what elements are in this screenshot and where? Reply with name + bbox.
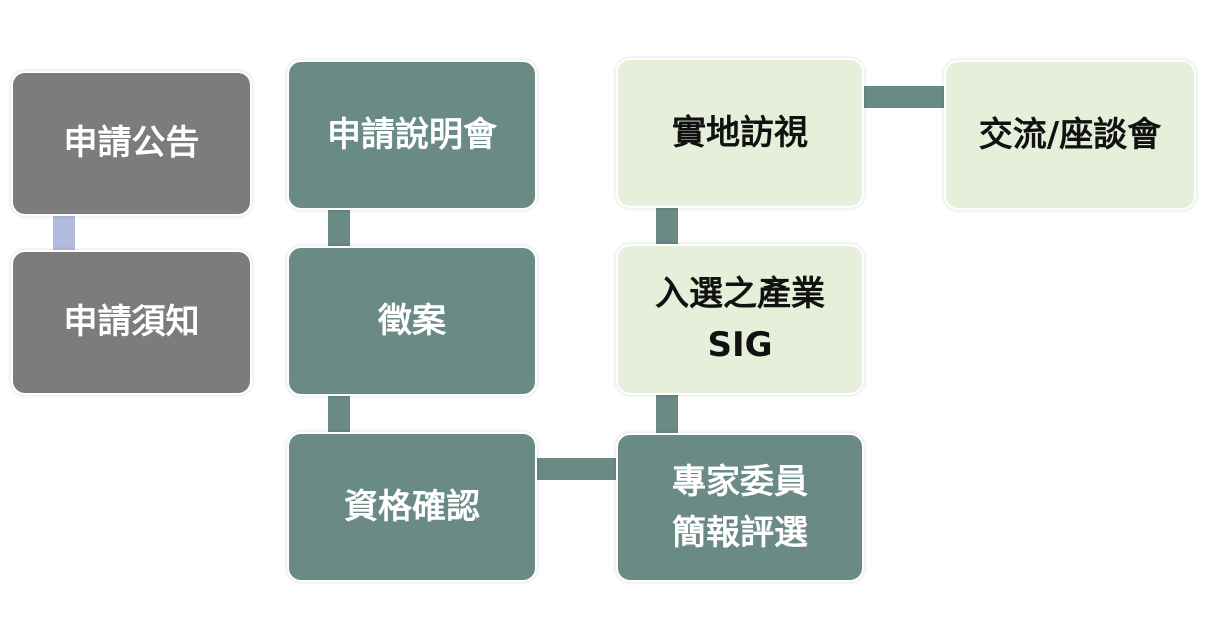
node-briefing: 申請說明會 <box>289 62 535 208</box>
node-site-visit-line-1: 實地訪視 <box>672 112 808 153</box>
node-expert-review-line-2: 簡報評選 <box>672 512 808 553</box>
node-forum-line-1: 交流/座談會 <box>978 114 1162 155</box>
edge-expert-review-selected-sig <box>656 393 678 435</box>
edge-announcement-guidelines <box>53 214 75 251</box>
edge-call-for-proposals-eligibility <box>328 394 350 434</box>
node-expert-review-line-1: 專家委員 <box>672 461 808 502</box>
node-forum: 交流/座談會 <box>946 62 1194 208</box>
node-guidelines: 申請須知 <box>13 252 250 393</box>
node-expert-review: 專家委員 簡報評選 <box>618 435 862 580</box>
node-eligibility-check: 資格確認 <box>289 434 535 580</box>
node-call-for-proposals: 徵案 <box>289 248 535 394</box>
node-announcement: 申請公告 <box>13 73 250 214</box>
node-site-visit: 實地訪視 <box>618 60 862 206</box>
node-selected-sig: 入選之產業 SIG <box>618 246 862 393</box>
node-briefing-line-1: 申請說明會 <box>327 114 497 155</box>
edge-site-visit-forum <box>864 86 946 108</box>
node-eligibility-check-line-1: 資格確認 <box>344 486 480 527</box>
node-selected-sig-line-1: 入選之產業 <box>655 273 825 314</box>
node-guidelines-line-1: 申請須知 <box>63 302 200 342</box>
node-call-for-proposals-line-1: 徵案 <box>378 300 446 341</box>
edge-briefing-call-for-proposals <box>328 208 350 248</box>
edge-selected-sig-site-visit <box>656 206 678 246</box>
node-announcement-line-1: 申請公告 <box>63 123 200 163</box>
edge-eligibility-expert-review <box>535 458 618 480</box>
node-selected-sig-line-2: SIG <box>707 324 773 365</box>
